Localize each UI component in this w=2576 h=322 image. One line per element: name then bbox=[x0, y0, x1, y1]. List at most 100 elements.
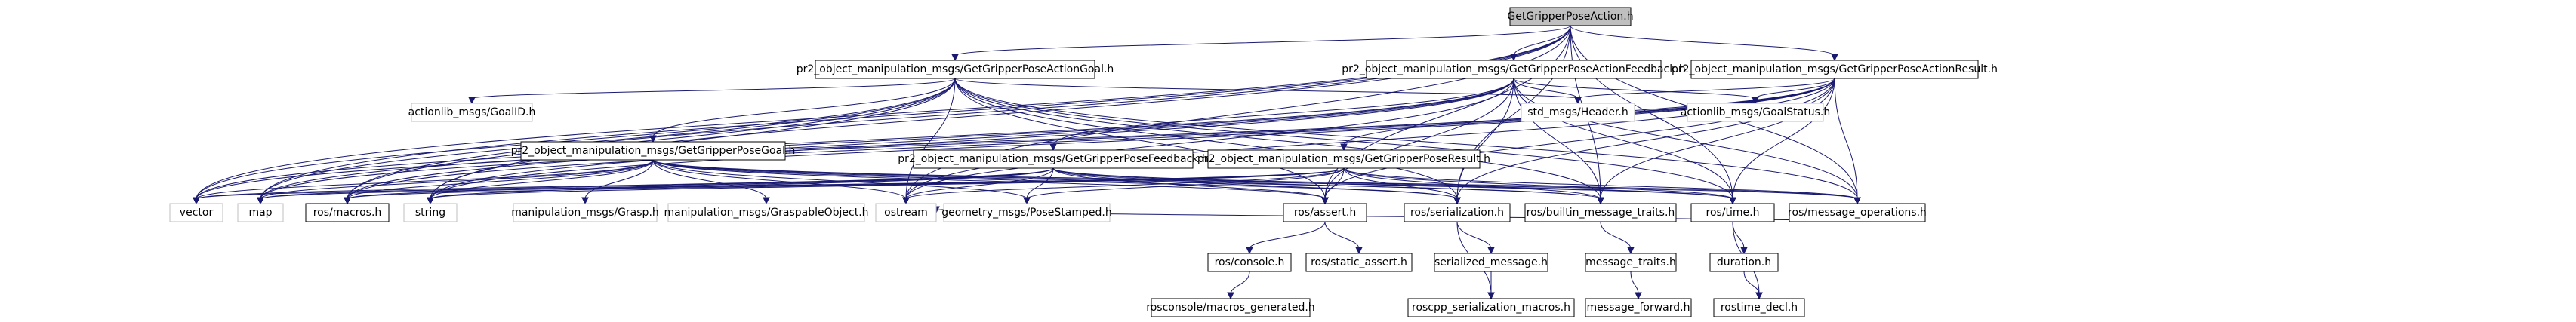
graph-node-header[interactable]: pr2_object_manipulation_msgs/GetGripperP… bbox=[1342, 60, 1686, 79]
graph-node-header[interactable]: pr2_object_manipulation_msgs/GetGripperP… bbox=[1672, 60, 1998, 79]
edge-n6-n22 bbox=[1052, 167, 1858, 200]
graph-node-header[interactable]: pr2_object_manipulation_msgs/GetGripperP… bbox=[1197, 149, 1490, 169]
graph-node-external: string bbox=[403, 203, 458, 222]
graph-node-header[interactable]: rostime_decl.h bbox=[1713, 298, 1805, 317]
graph-node-header[interactable]: pr2_object_manipulation_msgs/GetGripperP… bbox=[898, 149, 1209, 169]
graph-node-header[interactable]: ros/assert.h bbox=[1283, 203, 1367, 222]
node-box bbox=[305, 203, 390, 222]
graph-node-external: vector bbox=[169, 203, 223, 222]
graph-node-header[interactable]: ros/serialization.h bbox=[1404, 203, 1511, 222]
node-label: string bbox=[415, 207, 445, 219]
edge-n20-n26 bbox=[1600, 221, 1632, 250]
graph-node-header[interactable]: duration.h bbox=[1709, 253, 1779, 272]
graph-node-header[interactable]: ros/message_operations.h bbox=[1788, 203, 1927, 222]
edge-n1-n13 bbox=[430, 78, 956, 200]
graph-node-header[interactable]: ros/macros.h bbox=[305, 203, 390, 222]
graph-node-header[interactable]: ros/console.h bbox=[1207, 253, 1292, 272]
edge-n5-n16 bbox=[652, 159, 907, 200]
edge-n5-n15 bbox=[652, 159, 767, 200]
edge-n3-n18 bbox=[1324, 78, 1835, 200]
edge-n1-n21 bbox=[954, 78, 1733, 200]
edge-n0-n3 bbox=[1570, 25, 1835, 57]
node-box bbox=[1521, 103, 1635, 122]
edge-n6-n19 bbox=[1052, 167, 1458, 200]
node-label: ros/message_operations.h bbox=[1788, 207, 1927, 219]
node-label: ros/macros.h bbox=[313, 207, 382, 219]
edge-arrowhead bbox=[1321, 197, 1329, 205]
node-label: pr2_object_manipulation_msgs/GetGripperP… bbox=[797, 63, 1114, 75]
node-box bbox=[1585, 253, 1677, 272]
graph-node-external: actionlib_msgs/GoalStatus.h bbox=[1681, 103, 1830, 122]
edge-n3-n21 bbox=[1732, 78, 1835, 200]
node-box bbox=[520, 141, 786, 161]
graph-node-external: manipulation_msgs/GraspableObject.h bbox=[664, 203, 869, 222]
node-label: rosconsole/macros_generated.h bbox=[1146, 302, 1314, 314]
edge-n19-n25 bbox=[1456, 221, 1492, 250]
node-label: ros/assert.h bbox=[1294, 207, 1356, 219]
edge-arrowhead bbox=[1853, 197, 1861, 205]
edge-arrowhead bbox=[1597, 197, 1604, 205]
edge-arrowhead bbox=[1023, 197, 1031, 205]
node-box bbox=[1283, 203, 1367, 222]
edge-n0-n2 bbox=[1513, 25, 1571, 57]
edge-arrowhead bbox=[1627, 247, 1635, 255]
graph-node-header[interactable]: rosconsole/macros_generated.h bbox=[1146, 298, 1315, 317]
node-label: ros/static_assert.h bbox=[1311, 256, 1407, 268]
node-label: pr2_object_manipulation_msgs/GetGripperP… bbox=[1197, 153, 1490, 165]
edge-arrowhead bbox=[649, 135, 657, 143]
node-box bbox=[1690, 203, 1775, 222]
edge-n2-n8 bbox=[1513, 78, 1579, 100]
node-label: message_forward.h bbox=[1587, 302, 1690, 314]
edge-n2-n22 bbox=[1513, 78, 1858, 200]
node-box bbox=[1207, 149, 1481, 169]
node-box bbox=[1509, 7, 1632, 26]
node-box bbox=[1709, 253, 1779, 272]
node-label: std_msgs/Header.h bbox=[1527, 106, 1628, 118]
edge-arrowhead bbox=[951, 54, 959, 62]
edge-arrowhead bbox=[1574, 97, 1582, 105]
node-label: geometry_msgs/PoseStamped.h bbox=[941, 207, 1111, 219]
edge-n2-n11 bbox=[260, 78, 1514, 200]
node-label: ros/console.h bbox=[1215, 256, 1285, 268]
graph-node-external: actionlib_msgs/GoalID.h bbox=[408, 103, 535, 122]
edge-arrowhead bbox=[1340, 143, 1348, 152]
edge-n1-n4 bbox=[471, 78, 956, 100]
edge-n3-n20 bbox=[1600, 78, 1835, 200]
edge-n2-n6 bbox=[1052, 78, 1514, 146]
node-box bbox=[411, 103, 533, 122]
edge-arrowhead bbox=[1487, 247, 1495, 255]
edge-n1-n20 bbox=[954, 78, 1601, 200]
node-label: manipulation_msgs/GraspableObject.h bbox=[664, 207, 868, 219]
graph-node-external: geometry_msgs/PoseStamped.h bbox=[941, 203, 1112, 222]
graph-node-header[interactable]: pr2_object_manipulation_msgs/GetGripperP… bbox=[797, 60, 1114, 79]
edge-n0-n1 bbox=[954, 25, 1571, 57]
edge-n6-n20 bbox=[1052, 167, 1601, 200]
node-label: pr2_object_manipulation_msgs/GetGripperP… bbox=[511, 145, 796, 157]
node-box bbox=[403, 203, 458, 222]
node-box bbox=[169, 203, 223, 222]
graph-node-header[interactable]: message_traits.h bbox=[1585, 253, 1677, 272]
graph-node-header[interactable]: pr2_object_manipulation_msgs/GetGripperP… bbox=[511, 141, 796, 161]
node-label: ros/time.h bbox=[1706, 207, 1760, 219]
edge-n3-n9 bbox=[1755, 78, 1835, 100]
graph-node-header[interactable]: roscpp_serialization_macros.h bbox=[1407, 298, 1575, 317]
graph-node-header[interactable]: serialized_message.h bbox=[1434, 253, 1548, 272]
edge-n7-n21 bbox=[1343, 167, 1733, 200]
graph-node-root[interactable]: GetGripperPoseAction.h bbox=[1507, 7, 1634, 26]
node-label: GetGripperPoseAction.h bbox=[1507, 11, 1633, 23]
edge-n7-n13 bbox=[430, 167, 1345, 200]
graph-node-header[interactable]: ros/builtin_message_traits.h bbox=[1524, 203, 1677, 222]
edge-n1-n8 bbox=[954, 78, 1579, 100]
node-box bbox=[1404, 203, 1511, 222]
graph-node-header[interactable]: ros/static_assert.h bbox=[1305, 253, 1413, 272]
edge-n7-n19 bbox=[1343, 167, 1458, 200]
graph-node-header[interactable]: ros/time.h bbox=[1690, 203, 1775, 222]
edge-n5-n18 bbox=[652, 159, 1326, 200]
edge-n6-n18 bbox=[1052, 167, 1326, 200]
node-box bbox=[815, 60, 1095, 79]
node-label: rostime_decl.h bbox=[1721, 302, 1798, 314]
edge-n27-n31 bbox=[1743, 271, 1760, 295]
graph-node-external: manipulation_msgs/Grasp.h bbox=[511, 203, 659, 222]
graph-node-header[interactable]: message_forward.h bbox=[1585, 298, 1692, 317]
edge-n6-n11 bbox=[260, 167, 1054, 200]
